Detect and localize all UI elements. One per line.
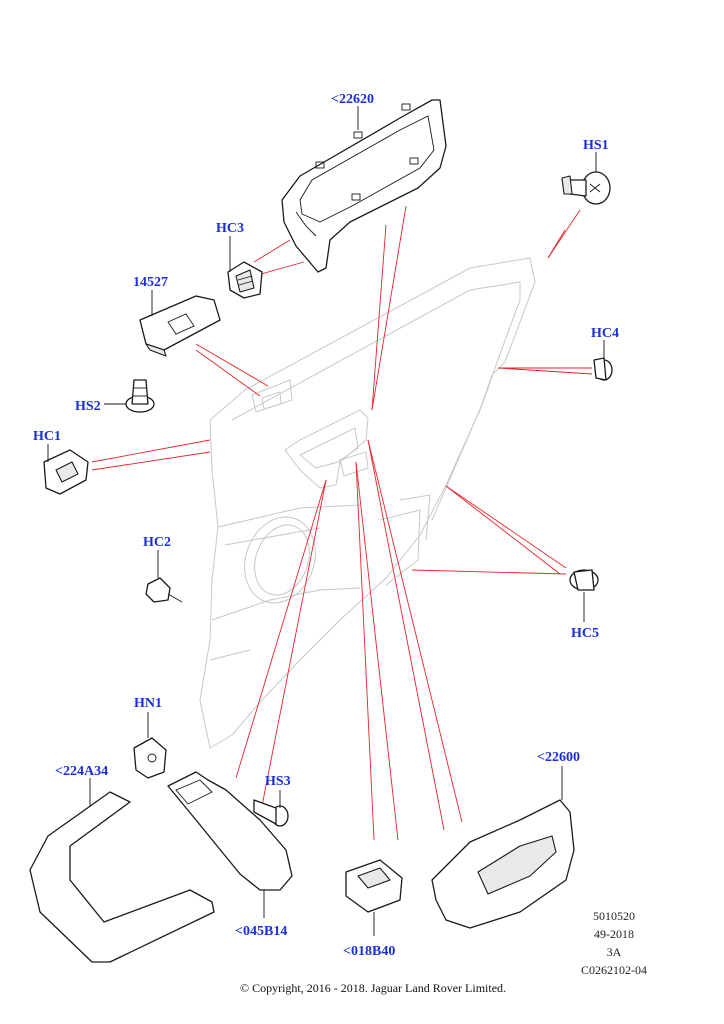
door-panel-outline — [199, 257, 536, 749]
screw-hs3-part — [253, 790, 289, 827]
callout-labels: <22620 HS1 HC3 14527 HC4 HS2 HC1 HC2 HC5… — [33, 92, 619, 959]
reference-revision: 3A — [607, 945, 622, 959]
clip-hc1-part — [43, 444, 89, 495]
callout-label: <018B40 — [343, 944, 395, 959]
callout-label: HS2 — [75, 399, 101, 414]
clip-hc4-part — [593, 340, 613, 381]
callout-label: HC4 — [591, 326, 619, 341]
screw-hs1-part — [561, 152, 611, 205]
callout-label: HN1 — [134, 696, 162, 711]
red-leader-lines — [91, 205, 593, 841]
callout-label: HS3 — [265, 774, 291, 789]
armrest-pad-045B14-part — [167, 771, 293, 918]
clip-hc2-part — [145, 550, 183, 603]
callout-label: <045B14 — [235, 924, 287, 939]
callout-label: <224A34 — [55, 764, 108, 779]
copyright-notice: © Copyright, 2016 - 2018. Jaguar Land Ro… — [240, 981, 506, 995]
switch-pack-14527-part — [139, 290, 221, 357]
callout-label: HC1 — [33, 429, 61, 444]
callout-label: 14527 — [133, 275, 168, 290]
callout-label: <22600 — [537, 750, 580, 765]
screw-hs2-part — [104, 379, 155, 413]
callout-label: HC2 — [143, 535, 171, 550]
reference-number: 5010520 — [593, 909, 635, 923]
armrest-trim-224A34-part — [29, 778, 215, 963]
switch-018B40-part — [345, 859, 403, 936]
nut-hn1-part — [133, 712, 167, 779]
bezel-frame-part — [281, 99, 447, 273]
reference-code: C0262102-04 — [581, 963, 647, 977]
reference-date: 49-2018 — [594, 927, 634, 941]
clip-hc5-part — [569, 569, 599, 622]
callout-label: HC5 — [571, 626, 599, 641]
callout-label: <22620 — [331, 92, 374, 107]
reference-block: 5010520 49-2018 3A C0262102-04 — [581, 909, 647, 977]
callout-label: HS1 — [583, 138, 609, 153]
callout-label: HC3 — [216, 221, 244, 236]
clip-hc3-part — [227, 236, 263, 299]
handle-housing-22600-part — [431, 766, 575, 929]
